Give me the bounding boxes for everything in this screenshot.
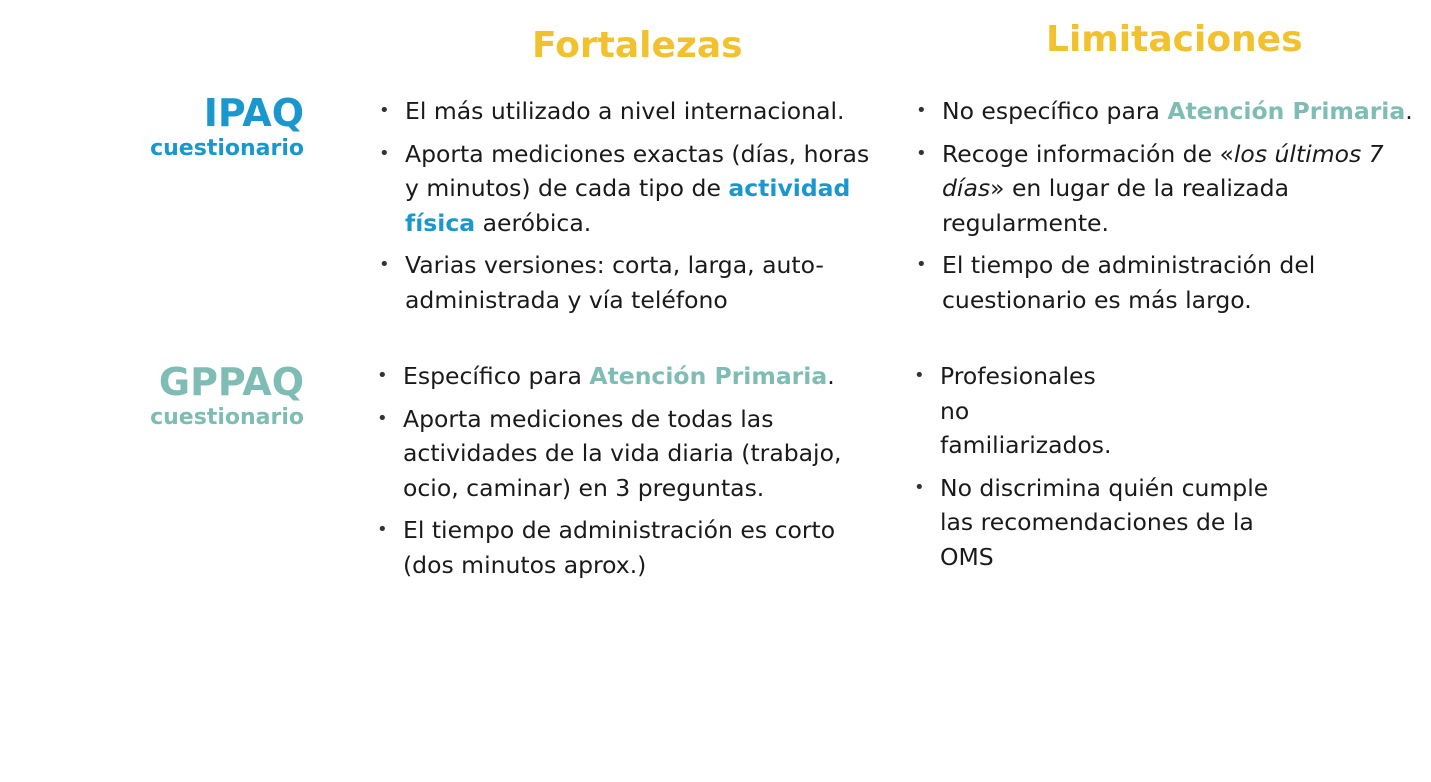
questionnaire-name: GPPAQ [158,360,304,404]
list-item: El más utilizado a nivel internacional. [376,94,876,129]
list-item: Aporta mediciones exactas (días, horas y… [376,137,876,241]
ipaq-strengths-list: El más utilizado a nivel internacional. … [376,94,876,325]
column-header-limitations: Limitaciones [1046,19,1303,60]
item-text: El tiempo de administración es corto (do… [403,516,836,579]
gppaq-limitations-list: Profesionales no familiarizados. No disc… [911,359,1281,582]
item-text: . [827,362,835,390]
italic-term: los últimos 7 días [942,139,1384,203]
item-text: El tiempo de administración del cuestion… [942,251,1316,314]
list-item: Varias versiones: corta, larga, auto-adm… [376,248,876,317]
highlight-term: Atención Primaria [1167,97,1406,125]
list-item: El tiempo de administración es corto (do… [374,513,852,582]
item-text: Profesionales no familiarizados. [940,362,1112,459]
item-text: Aporta mediciones exactas (días, horas y… [405,139,870,203]
column-header-strengths: Fortalezas [532,25,743,66]
item-text: Aporta mediciones de todas las actividad… [403,404,842,502]
item-text: No específico para [942,97,1168,125]
row-label-gppaq: GPPAQ cuestionario [150,360,304,431]
list-item: Recoge información de «los últimos 7 día… [913,137,1418,241]
row-label-ipaq: IPAQ cuestionario [150,91,304,162]
highlight-term: actividad física [405,174,851,237]
item-text: aeróbica. [475,208,592,237]
highlight-term: Atención Primaria [589,362,828,390]
list-item: No discrimina quién cumple las recomenda… [911,471,1281,575]
gppaq-strengths-list: Específico para Atención Primaria. Aport… [374,359,852,590]
questionnaire-sub: cuestionario [150,404,304,430]
item-text: » en lugar de la realizada regularmente. [942,174,1289,237]
list-item: No específico para Atención Primaria. [913,94,1418,129]
item-text: No discrimina quién cumple las recomenda… [940,473,1269,571]
list-item: Específico para Atención Primaria. [374,359,852,394]
ipaq-limitations-list: No específico para Atención Primaria. Re… [913,94,1418,325]
item-text: Específico para [403,362,590,390]
item-text: Varias versiones: corta, larga, auto-adm… [405,251,824,314]
list-item: Profesionales no familiarizados. [911,359,1281,463]
questionnaire-name: IPAQ [203,91,304,135]
item-text: . [1405,97,1413,125]
list-item: El tiempo de administración del cuestion… [913,248,1418,317]
list-item: Aporta mediciones de todas las actividad… [374,402,852,506]
item-text: Recoge información de « [942,139,1234,168]
questionnaire-sub: cuestionario [150,135,304,161]
item-text: El más utilizado a nivel internacional. [405,97,845,125]
